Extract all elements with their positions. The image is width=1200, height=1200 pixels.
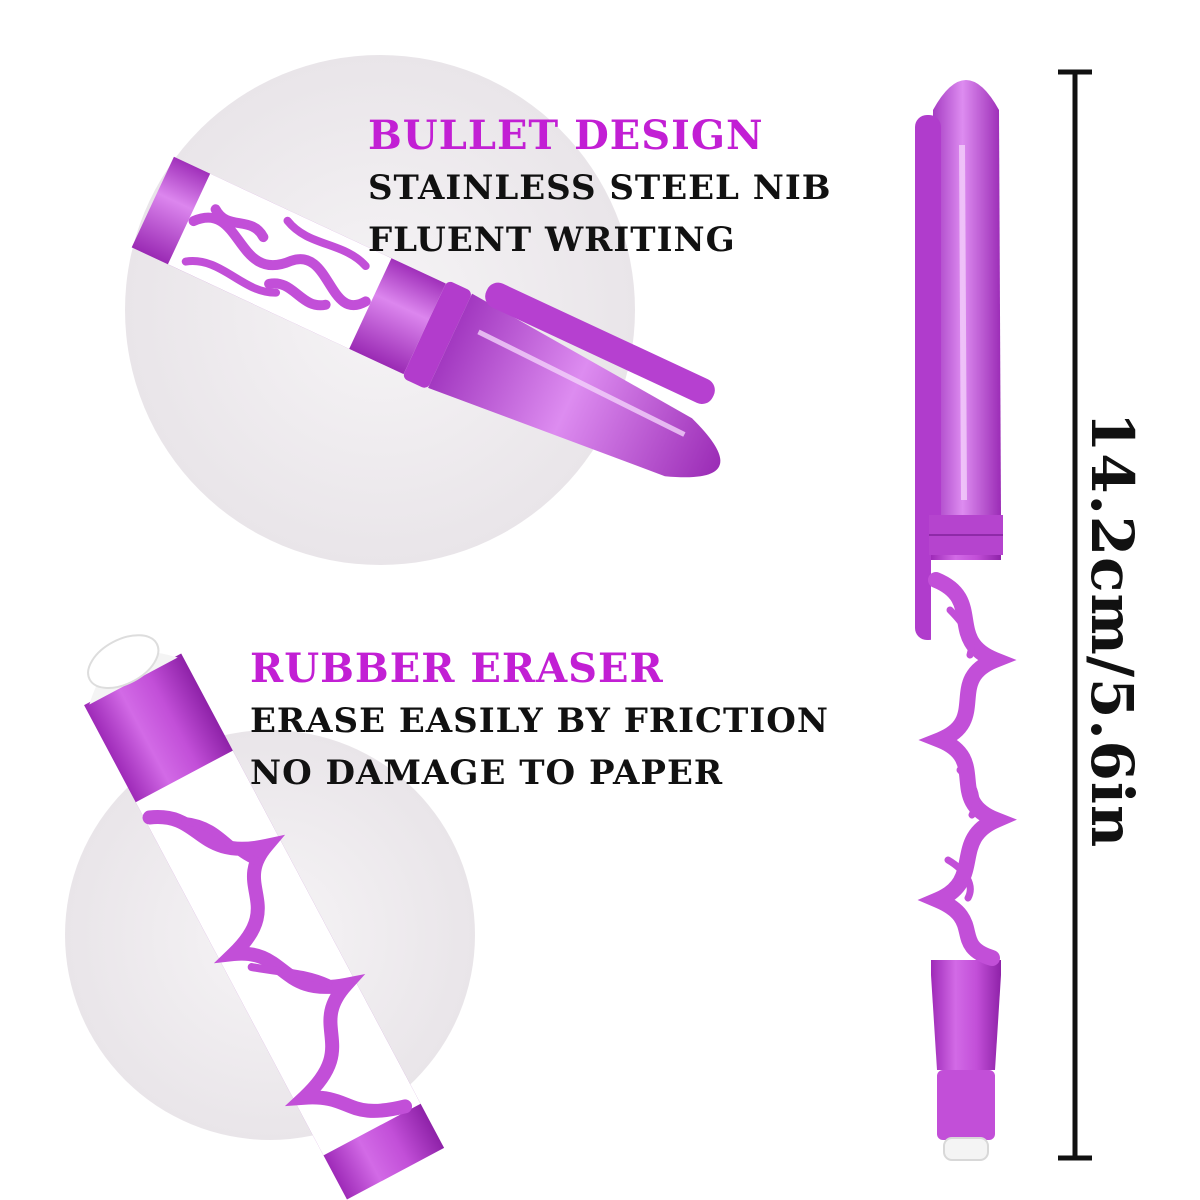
feature-bullet-design: BULLET DESIGN STAINLESS STEEL NIB FLUENT…	[368, 110, 832, 266]
tip-closeup-circle	[125, 55, 721, 565]
feature-line: FLUENT WRITING	[368, 220, 736, 260]
feature-line: ERASE EASILY BY FRICTION	[250, 701, 829, 741]
feature-title: RUBBER ERASER	[250, 645, 664, 692]
dimension-label: 14.2cm/5.6in	[1078, 411, 1146, 849]
feature-title: BULLET DESIGN	[368, 112, 764, 159]
dimension-bracket	[1058, 69, 1092, 1161]
full-pen	[915, 80, 1017, 1161]
feature-line: NO DAMAGE TO PAPER	[250, 753, 724, 793]
eraser-closeup-circle	[65, 634, 475, 1200]
feature-rubber-eraser: RUBBER ERASER ERASE EASILY BY FRICTION N…	[250, 643, 829, 799]
feature-line: STAINLESS STEEL NIB	[368, 168, 832, 208]
